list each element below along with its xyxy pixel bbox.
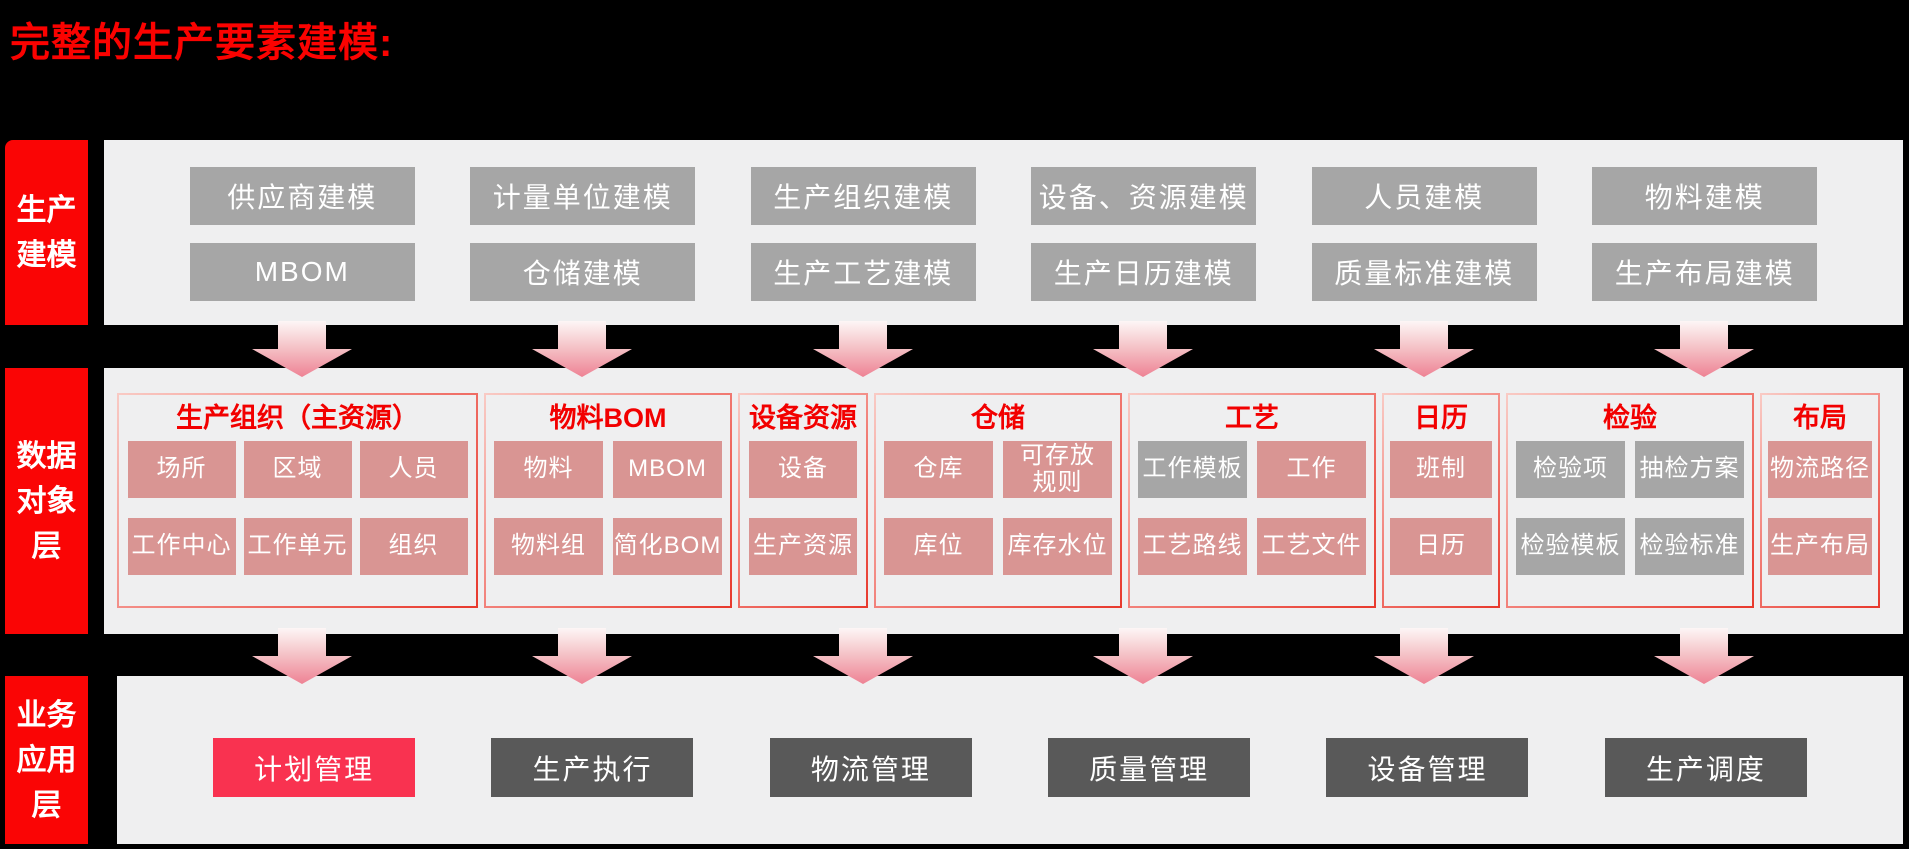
node-storage-rule: 可存放 规则 bbox=[1003, 441, 1112, 498]
node-area: 区域 bbox=[243, 441, 352, 498]
node-inspection-item: 检验项 bbox=[1516, 441, 1625, 498]
group-title: 布局 bbox=[1793, 403, 1847, 433]
page-title: 完整的生产要素建模: bbox=[10, 21, 394, 65]
node-production-org-modeling: 生产组织建模 bbox=[750, 167, 976, 225]
node-production-resource: 生产资源 bbox=[749, 518, 857, 575]
node-material-group: 物料组 bbox=[494, 518, 603, 575]
production-modeling-band: 供应商建模 计量单位建模 生产组织建模 设备、资源建模 人员建模 物料建模 MB… bbox=[104, 140, 1903, 325]
node-logistics-path: 物流路径 bbox=[1768, 441, 1872, 498]
node-work-center: 工作中心 bbox=[127, 518, 236, 575]
node-mbom-object: MBOM bbox=[613, 441, 722, 498]
node-warehouse: 仓库 bbox=[884, 441, 993, 498]
node-inspection-standard: 检验标准 bbox=[1635, 518, 1744, 575]
group-title: 日历 bbox=[1414, 403, 1468, 433]
group-equipment-resource: 设备资源 设备 生产资源 bbox=[738, 393, 868, 608]
node-plan-management: 计划管理 bbox=[213, 738, 416, 797]
node-logistics-management: 物流管理 bbox=[769, 738, 972, 797]
node-equipment-resource-modeling: 设备、资源建模 bbox=[1031, 167, 1257, 225]
node-inspection-template: 检验模板 bbox=[1516, 518, 1625, 575]
group-layout: 布局 物流路径 生产布局 bbox=[1760, 393, 1880, 608]
group-title: 工艺 bbox=[1225, 403, 1279, 433]
group-production-organization: 生产组织（主资源） 场所 区域 人员 工作中心 工作单元 组织 bbox=[117, 393, 478, 608]
node-organization: 组织 bbox=[359, 518, 468, 575]
node-equipment: 设备 bbox=[749, 441, 857, 498]
node-material: 物料 bbox=[494, 441, 603, 498]
node-material-modeling: 物料建模 bbox=[1592, 167, 1818, 225]
group-material-bom: 物料BOM 物料 MBOM 物料组 简化BOM bbox=[484, 393, 732, 608]
group-title: 生产组织（主资源） bbox=[176, 403, 419, 433]
business-application-band: 计划管理 生产执行 物流管理 质量管理 设备管理 生产调度 bbox=[117, 676, 1903, 844]
node-work-template: 工作模板 bbox=[1138, 441, 1247, 498]
group-calendar: 日历 班制 日历 bbox=[1382, 393, 1500, 608]
node-inventory-level: 库存水位 bbox=[1003, 518, 1112, 575]
node-site: 场所 bbox=[127, 441, 236, 498]
node-process-modeling: 生产工艺建模 bbox=[750, 243, 976, 301]
group-title: 仓储 bbox=[971, 403, 1025, 433]
node-storage-bin: 库位 bbox=[884, 518, 993, 575]
node-calendar-modeling: 生产日历建模 bbox=[1031, 243, 1257, 301]
band-label-data-object-layer: 数据 对象 层 bbox=[5, 368, 88, 634]
node-production-execution: 生产执行 bbox=[491, 738, 694, 797]
node-sampling-plan: 抽检方案 bbox=[1635, 441, 1744, 498]
node-equipment-management: 设备管理 bbox=[1326, 738, 1529, 797]
node-shift-system: 班制 bbox=[1390, 441, 1492, 498]
group-title: 物料BOM bbox=[549, 403, 667, 433]
data-object-band: 生产组织（主资源） 场所 区域 人员 工作中心 工作单元 组织 物料BOM 物料… bbox=[104, 368, 1903, 634]
node-production-scheduling: 生产调度 bbox=[1604, 738, 1807, 797]
group-title: 检验 bbox=[1603, 403, 1657, 433]
group-title: 设备资源 bbox=[749, 403, 857, 433]
node-process-route: 工艺路线 bbox=[1138, 518, 1247, 575]
node-work: 工作 bbox=[1257, 441, 1366, 498]
node-personnel-modeling: 人员建模 bbox=[1311, 167, 1537, 225]
node-quality-management: 质量管理 bbox=[1048, 738, 1251, 797]
node-production-layout: 生产布局 bbox=[1768, 518, 1872, 575]
node-simplified-bom: 简化BOM bbox=[613, 518, 722, 575]
node-mbom: MBOM bbox=[189, 243, 415, 301]
node-work-unit: 工作单元 bbox=[243, 518, 352, 575]
group-inspection: 检验 检验项 抽检方案 检验模板 检验标准 bbox=[1506, 393, 1754, 608]
node-quality-standard-modeling: 质量标准建模 bbox=[1311, 243, 1537, 301]
node-supplier-modeling: 供应商建模 bbox=[189, 167, 415, 225]
node-unit-of-measure-modeling: 计量单位建模 bbox=[470, 167, 696, 225]
node-warehouse-modeling: 仓储建模 bbox=[470, 243, 696, 301]
node-process-file: 工艺文件 bbox=[1257, 518, 1366, 575]
node-personnel: 人员 bbox=[359, 441, 468, 498]
band-label-business-application-layer: 业务 应用 层 bbox=[5, 676, 88, 844]
group-process: 工艺 工作模板 工作 工艺路线 工艺文件 bbox=[1128, 393, 1376, 608]
group-warehouse: 仓储 仓库 可存放 规则 库位 库存水位 bbox=[874, 393, 1122, 608]
node-calendar: 日历 bbox=[1390, 518, 1492, 575]
node-layout-modeling: 生产布局建模 bbox=[1592, 243, 1818, 301]
band-label-production-modeling: 生产 建模 bbox=[5, 140, 88, 325]
